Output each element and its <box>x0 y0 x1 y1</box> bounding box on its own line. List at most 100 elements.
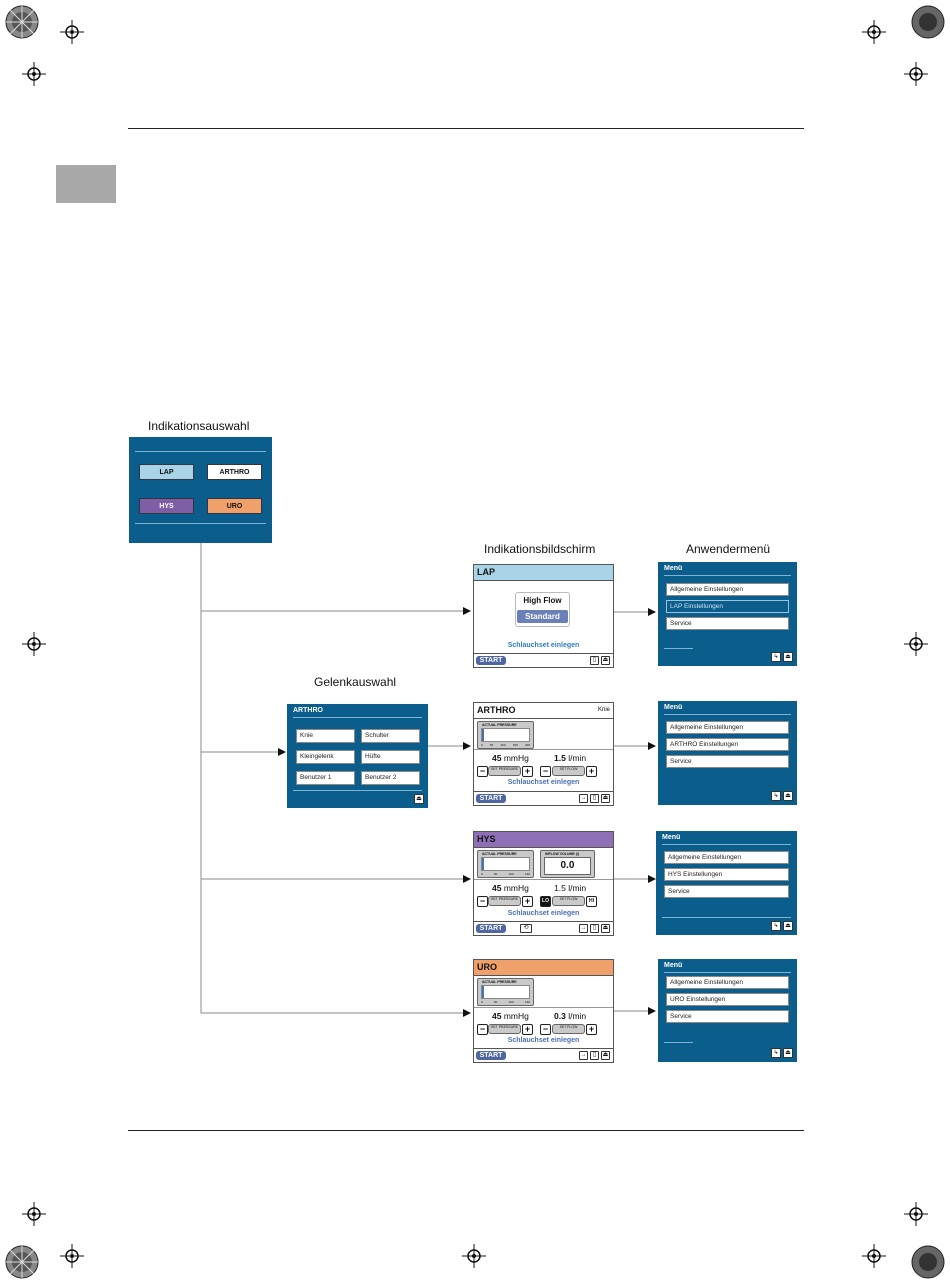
crosshair-icon <box>462 1244 486 1268</box>
door-icon[interactable]: → <box>579 1051 588 1060</box>
selected-joint-label: Knie <box>597 707 610 713</box>
menu-item-general-settings[interactable]: Allgemeine Einstellungen <box>666 721 789 734</box>
door-icon[interactable]: ▯ <box>590 656 599 665</box>
crosshair-icon <box>60 1244 84 1268</box>
eject-icon[interactable]: ⏏ <box>783 791 793 801</box>
menu-item-service[interactable]: Service <box>666 1010 789 1023</box>
joint-item-huefte[interactable]: Hüfte <box>361 750 420 764</box>
menu-item-hys-settings[interactable]: HYS Einstellungen <box>664 868 789 881</box>
inflow-volume-value: 0.0 <box>544 857 591 875</box>
high-flow-option[interactable]: High Flow <box>523 596 562 605</box>
pressure-plus-button[interactable]: + <box>522 766 533 777</box>
label-indikationsbildschirm: Indikationsbildschirm <box>484 542 596 556</box>
indication-select-panel: LAP ARTHRO HYS URO <box>129 437 272 543</box>
home-icon[interactable]: ⏏ <box>414 794 424 804</box>
menu-item-general-settings[interactable]: Allgemeine Einstellungen <box>664 851 789 864</box>
eject-icon[interactable]: ⏏ <box>601 1051 610 1060</box>
reset-volume-icon[interactable]: ⟲ <box>520 924 532 933</box>
hys-screen-footer: START ⟲ → ▯ ⏏ <box>474 921 613 935</box>
flow-lo-button[interactable]: LO <box>540 896 551 907</box>
eject-icon[interactable]: ⏏ <box>601 794 610 803</box>
pressure-plus-button[interactable]: + <box>522 1024 533 1035</box>
back-icon[interactable]: ↳ <box>771 791 781 801</box>
eject-icon[interactable]: ⏏ <box>783 921 793 931</box>
menu-item-service[interactable]: Service <box>664 885 789 898</box>
start-button[interactable]: START <box>476 1051 506 1060</box>
set-flow-button[interactable]: SET FLOW <box>552 766 585 776</box>
flow-minus-button[interactable]: − <box>540 766 551 777</box>
flow-readout: 0.3 l/min <box>554 1011 587 1021</box>
flow-hi-button[interactable]: HI <box>586 896 597 907</box>
tubeset-icon[interactable]: ▯ <box>590 924 599 933</box>
tubeset-icon[interactable]: ▯ <box>590 1051 599 1060</box>
gauge-label: ACTUAL PRESSURE <box>482 852 517 856</box>
start-button[interactable]: START <box>476 656 506 665</box>
joint-item-schulter[interactable]: Schulter <box>361 729 420 743</box>
pressure-readout: 45 mmHg <box>492 883 529 893</box>
back-icon[interactable]: ↳ <box>771 652 781 662</box>
joint-item-benutzer-2[interactable]: Benutzer 2 <box>361 771 420 785</box>
menu-item-general-settings[interactable]: Allgemeine Einstellungen <box>666 976 789 989</box>
eject-icon[interactable]: ⏏ <box>783 652 793 662</box>
joint-item-benutzer-1[interactable]: Benutzer 1 <box>296 771 355 785</box>
label-gelenkauswahl: Gelenkauswahl <box>314 675 397 689</box>
gauge-label: ACTUAL PRESSURE <box>482 723 517 727</box>
insert-tubeset-hint: Schlauchset einlegen <box>507 779 580 786</box>
chapter-tab <box>56 165 116 203</box>
arthro-screen-title: ARTHRO <box>474 703 613 719</box>
pressure-minus-button[interactable]: − <box>477 896 488 907</box>
indication-hys-button[interactable]: HYS <box>139 498 194 514</box>
menu-item-general-settings[interactable]: Allgemeine Einstellungen <box>666 583 789 596</box>
menu-title: Menü <box>664 962 683 969</box>
standard-option[interactable]: Standard <box>517 610 568 623</box>
registration-dial-icon <box>910 4 946 40</box>
set-pressure-button[interactable]: SET PRESSURE <box>488 1024 521 1034</box>
back-icon[interactable]: ↳ <box>771 1048 781 1058</box>
menu-item-arthro-settings[interactable]: ARTHRO Einstellungen <box>666 738 789 751</box>
menu-item-lap-settings[interactable]: LAP Einstellungen <box>666 600 789 613</box>
hys-screen-title: HYS <box>474 832 613 848</box>
menu-title: Menü <box>664 704 683 711</box>
gauge-label: ACTUAL PRESSURE <box>482 980 517 984</box>
crosshair-icon <box>22 632 46 656</box>
registration-dial-icon <box>4 1244 40 1280</box>
inflow-volume-display: INFLOW VOLUME (l) 0.0 <box>540 850 595 878</box>
indication-arthro-button[interactable]: ARTHRO <box>207 464 262 480</box>
set-pressure-button[interactable]: SET PRESSURE <box>488 896 521 906</box>
uro-screen-title: URO <box>474 960 613 976</box>
set-pressure-button[interactable]: SET PRESSURE <box>488 766 521 776</box>
pressure-minus-button[interactable]: − <box>477 1024 488 1035</box>
tubeset-icon[interactable]: ▯ <box>590 794 599 803</box>
registration-dial-icon <box>4 4 40 40</box>
joint-item-knie[interactable]: Knie <box>296 729 355 743</box>
start-button[interactable]: START <box>476 924 506 933</box>
indication-lap-button[interactable]: LAP <box>139 464 194 480</box>
door-icon[interactable]: → <box>579 794 588 803</box>
flow-plus-button[interactable]: + <box>586 766 597 777</box>
set-flow-button[interactable]: SET FLOW <box>552 896 585 906</box>
flow-plus-button[interactable]: + <box>586 1024 597 1035</box>
eject-icon[interactable]: ⏏ <box>601 656 610 665</box>
set-flow-button[interactable]: SET FLOW <box>552 1024 585 1034</box>
menu-panel-arthro: Menü Allgemeine Einstellungen ARTHRO Ein… <box>658 701 797 805</box>
door-icon[interactable]: → <box>579 924 588 933</box>
eject-icon[interactable]: ⏏ <box>783 1048 793 1058</box>
pressure-minus-button[interactable]: − <box>477 766 488 777</box>
eject-icon[interactable]: ⏏ <box>601 924 610 933</box>
joint-item-kleingelenk[interactable]: Kleingelenk <box>296 750 355 764</box>
menu-item-uro-settings[interactable]: URO Einstellungen <box>666 993 789 1006</box>
insert-tubeset-hint: Schlauchset einlegen <box>507 1037 580 1044</box>
back-icon[interactable]: ↳ <box>771 921 781 931</box>
volume-label: INFLOW VOLUME (l) <box>545 852 580 856</box>
pressure-plus-button[interactable]: + <box>522 896 533 907</box>
indication-uro-button[interactable]: URO <box>207 498 262 514</box>
insert-tubeset-hint: Schlauchset einlegen <box>507 910 580 917</box>
start-button[interactable]: START <box>476 794 506 803</box>
menu-item-service[interactable]: Service <box>666 755 789 768</box>
flow-minus-button[interactable]: − <box>540 1024 551 1035</box>
crosshair-icon <box>60 20 84 44</box>
menu-item-service[interactable]: Service <box>666 617 789 630</box>
